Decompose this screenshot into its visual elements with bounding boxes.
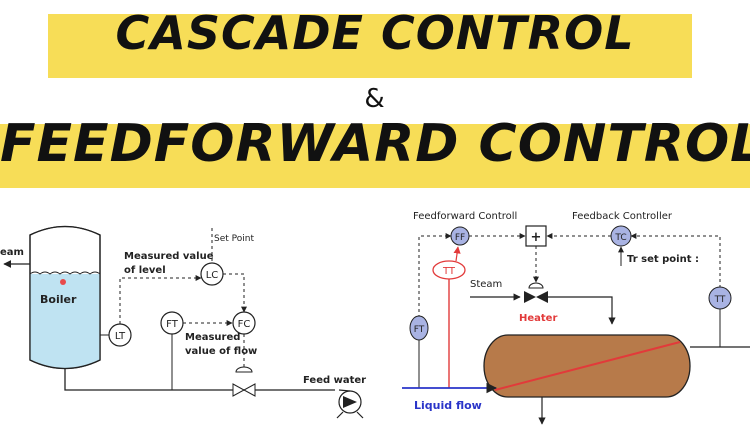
heater-label: Heater (519, 313, 557, 324)
steam-input-label: Steam (470, 279, 502, 290)
lc-label: LC (206, 270, 219, 281)
cursor-dot (60, 279, 66, 285)
feedforward-controller-label: Feedforward Controll (413, 211, 517, 222)
cascade-diagram: Boiler eam Set Point LC Measured value o… (0, 225, 366, 419)
ff-label: FF (455, 233, 465, 243)
tc-label: TC (614, 233, 626, 243)
measured-level-label-2: of level (124, 265, 166, 276)
title-cascade-control: CASCADE CONTROL (115, 6, 635, 60)
feedforward-diagram: Feedforward Controll Feedback Controller… (402, 211, 750, 425)
set-point-label: Set Point (214, 234, 254, 244)
measured-level-label-1: Measured value (124, 251, 214, 262)
feed-valve-icon (232, 366, 256, 397)
title-highlight-2 (0, 124, 750, 188)
title-highlight-1 (48, 14, 692, 78)
feed-water-pipe (64, 369, 335, 391)
ft-ff-label: FT (414, 325, 425, 335)
heater-coil (494, 341, 681, 391)
feed-water-label: Feed water (303, 375, 366, 386)
pump-icon (336, 389, 364, 419)
title-feedforward-control: FEEDFORWARD CONTROL (0, 114, 750, 174)
tt-outlet-label: TT (714, 295, 726, 305)
measured-flow-label-2: value of flow (185, 346, 257, 357)
control-diagrams: Boiler eam Set Point LC Measured value o… (0, 211, 750, 425)
liquid-flow-label: Liquid flow (414, 399, 482, 412)
feedback-controller-label: Feedback Controller (572, 211, 673, 222)
tr-set-point-label: Tr set point : (627, 254, 699, 265)
tt-red-to-ff-signal (453, 246, 461, 262)
boiler-vessel (29, 225, 101, 370)
steam-label: eam (0, 247, 24, 258)
steam-to-heater-pipe (548, 296, 616, 325)
steam-valve-icon (524, 282, 548, 303)
lt-label: LT (115, 331, 126, 342)
lc-to-fc-signal (223, 273, 247, 313)
measured-flow-label-1: Measured (185, 332, 240, 343)
fc-label: FC (238, 319, 251, 330)
tt-red-label: TT (442, 266, 456, 277)
summer-symbol: + (531, 230, 542, 245)
ft-label: FT (166, 319, 179, 330)
lt-to-lc-signal (119, 275, 202, 324)
boiler-label: Boiler (40, 293, 77, 306)
ft-to-ff-signal (418, 233, 452, 318)
title-ampersand: & (364, 84, 386, 114)
